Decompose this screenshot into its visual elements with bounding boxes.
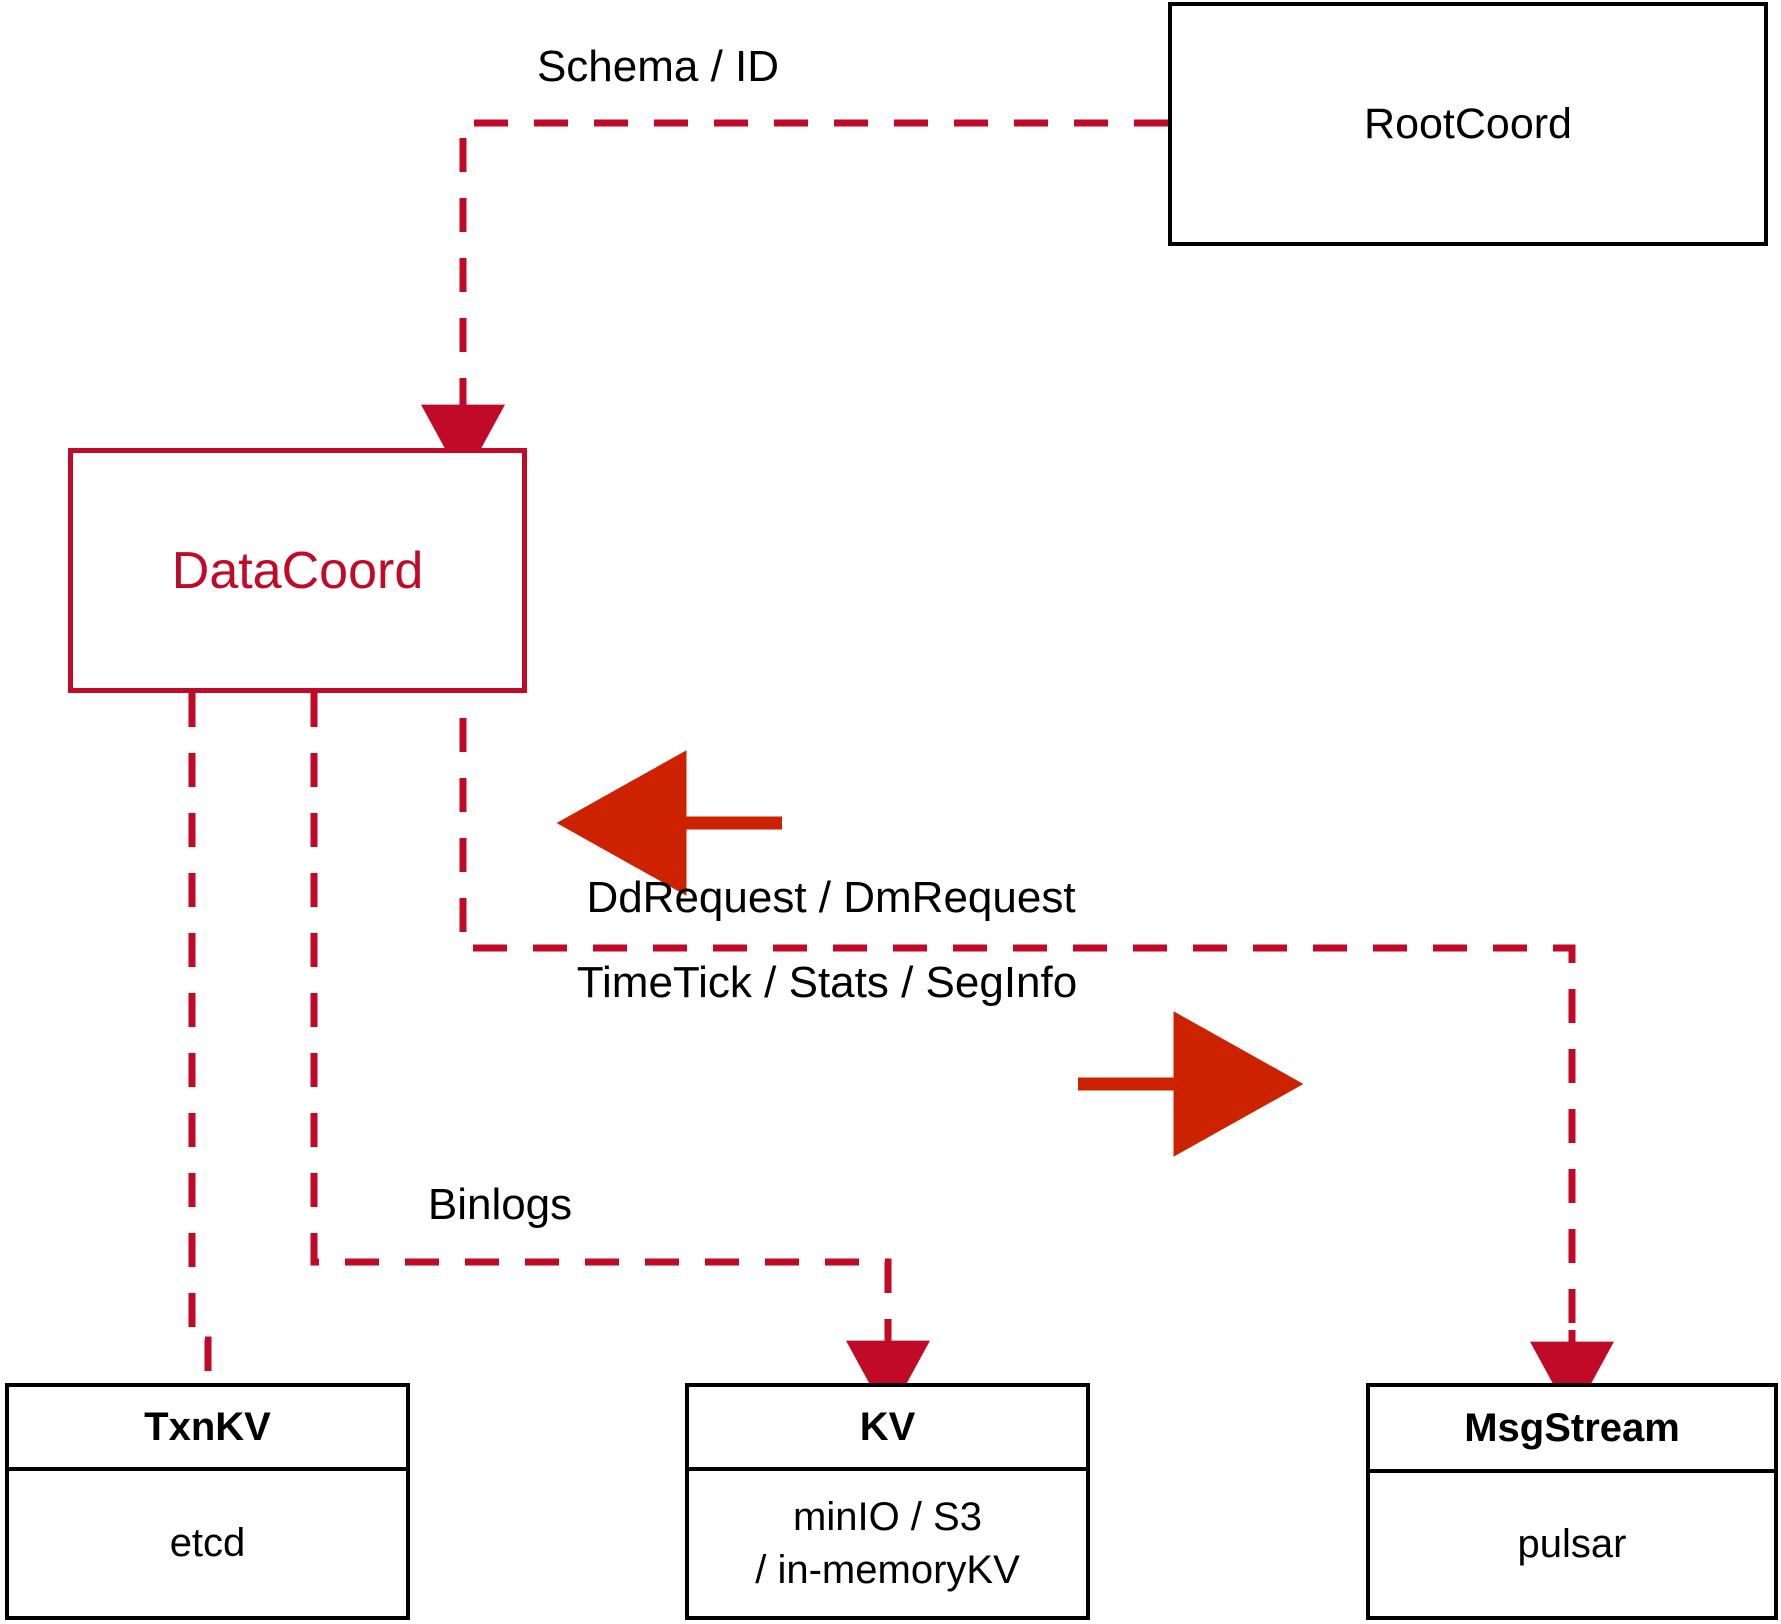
node-kv-divider [689, 1467, 1086, 1471]
edge-label-binlogs: Binlogs [427, 1180, 573, 1229]
node-kv-subtitle-line2: / in-memoryKV [755, 1547, 1020, 1592]
node-msgstream[interactable]: MsgStream pulsar [1366, 1383, 1778, 1620]
node-msgstream-subtitle: pulsar [1517, 1522, 1627, 1567]
node-msgstream-divider [1370, 1469, 1774, 1473]
node-txnkv-divider [9, 1467, 406, 1471]
edge-label-dd-dm-request: DdRequest / DmRequest [586, 873, 1076, 922]
node-rootcoord[interactable]: RootCoord [1168, 2, 1768, 246]
edge-datacoord-txnkv [188, 693, 212, 1383]
node-kv-title: KV [859, 1404, 916, 1449]
edge-schema-id [421, 119, 1168, 482]
edge-binlogs [310, 693, 930, 1418]
node-datacoord[interactable]: DataCoord [68, 448, 527, 693]
node-rootcoord-title: RootCoord [1364, 99, 1572, 148]
edge-msgstream-datacoord [421, 609, 1614, 1419]
node-msgstream-title: MsgStream [1464, 1405, 1680, 1450]
node-kv-subtitle: minIO / S3 / in-memoryKV [689, 1471, 1086, 1616]
node-txnkv-title: TxnKV [144, 1404, 271, 1449]
edge-label-timetick-stats-seginfo: TimeTick / Stats / SegInfo [576, 958, 1078, 1007]
edge-label-schema-id: Schema / ID [536, 42, 780, 91]
node-datacoord-title: DataCoord [171, 541, 424, 600]
node-kv-subtitle-line1: minIO / S3 [793, 1494, 982, 1539]
node-txnkv[interactable]: TxnKV etcd [5, 1383, 410, 1620]
node-txnkv-subtitle: etcd [169, 1521, 246, 1566]
node-kv[interactable]: KV minIO / S3 / in-memoryKV [685, 1383, 1090, 1620]
